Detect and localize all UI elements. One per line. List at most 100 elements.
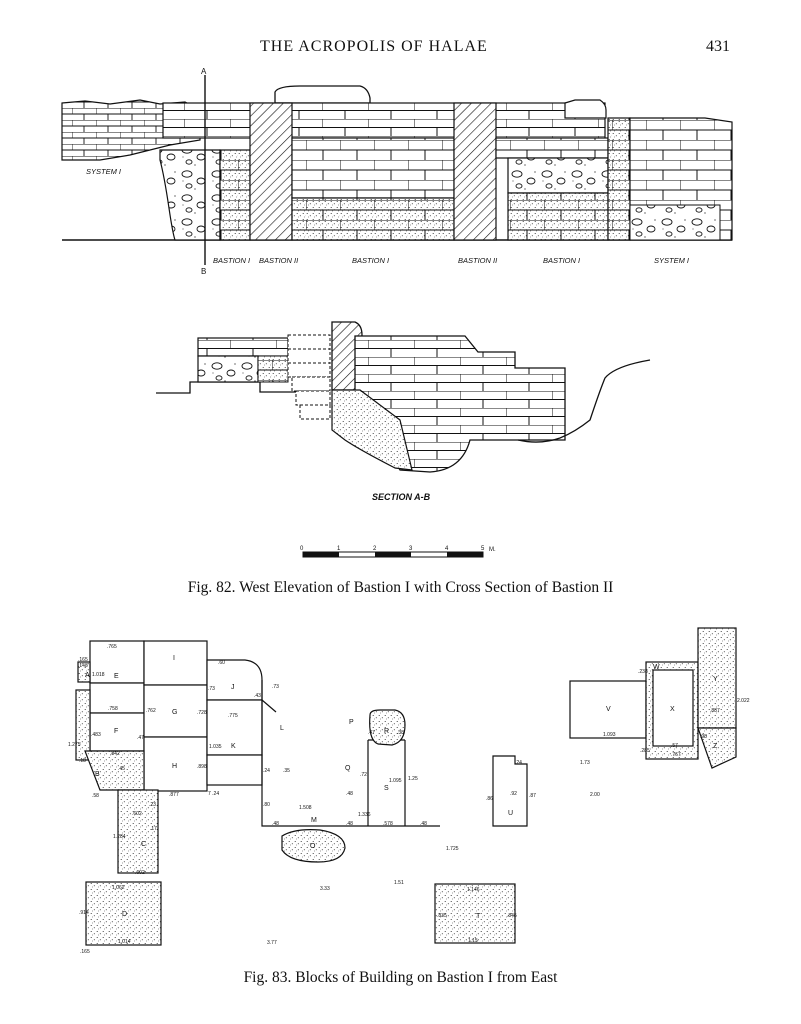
block-r [369, 709, 406, 746]
left-rubble-fill [159, 149, 221, 241]
meas-g-l: .762 [146, 708, 156, 714]
meas-f-b: .842 [110, 751, 120, 757]
fig83-plan [75, 627, 737, 946]
letter-p: P [349, 719, 354, 726]
meas-x-b: .57 [671, 743, 678, 749]
meas-c-b: .602 [135, 870, 145, 876]
block-z [697, 727, 737, 769]
meas-l-2: .80 [263, 802, 270, 808]
letter-t: T [476, 913, 481, 920]
meas-t-b: 1.15 [468, 938, 478, 944]
letter-y: Y [713, 676, 718, 683]
meas-l-1: .35 [283, 768, 290, 774]
label-bastion-i-3: BASTION I [543, 256, 580, 265]
fig83-measurements: .765 .165 .148 1.018 .758 .483 1.275 .84… [68, 644, 750, 955]
meas-d-t: 1.062 [112, 885, 125, 891]
meas-s-r2: 1.25 [408, 776, 418, 782]
letter-c: C [141, 841, 146, 848]
meas-e-r: 1.018 [92, 672, 105, 678]
meas-c-r: .17 [150, 826, 157, 832]
bastion-ii-right-hatch [453, 102, 497, 241]
meas-e-l2: .148 [78, 663, 88, 669]
figure-83-caption: Fig. 83. Blocks of Building on Bastion I… [243, 969, 558, 986]
meas-u-t: .24 [515, 760, 522, 766]
meas-c-t: .602 [132, 811, 142, 817]
meas-h-b2: .23 [149, 802, 156, 808]
meas-g-l2: .47 [137, 735, 144, 741]
fig82-section-ab: SECTION A-B [156, 321, 651, 502]
letter-g: G [172, 709, 177, 716]
meas-b-r: .45 [118, 766, 125, 772]
meas-f-r: .483 [91, 732, 101, 738]
block-o [281, 829, 346, 863]
letter-q: Q [345, 765, 351, 772]
scale-unit: M. [489, 547, 496, 553]
meas-r-r: .38 [397, 730, 404, 736]
meas-u-r: .87 [529, 793, 536, 799]
meas-h-r: .898 [197, 764, 207, 770]
meas-u-m: .92 [510, 791, 517, 797]
scale-tick-5: 5 [481, 546, 485, 552]
letter-a: A [85, 672, 90, 679]
meas-b-b: .58 [92, 793, 99, 799]
meas-d-misc3: 1.51 [394, 880, 404, 886]
meas-m-1: 1.508 [299, 805, 312, 811]
letter-r: R [384, 728, 389, 735]
label-bastion-i-1: BASTION I [213, 256, 250, 265]
block-i [143, 640, 208, 686]
block-u [492, 755, 528, 827]
meas-v-misc2: 2.00 [590, 792, 600, 798]
meas-z-l: .98 [700, 734, 707, 740]
meas-u-l: .86 [486, 796, 493, 802]
letter-i: I [173, 655, 175, 662]
meas-t-l: .835 [437, 913, 447, 919]
letter-k: K [231, 743, 236, 750]
block-v [569, 680, 647, 739]
meas-l-t: .73 [272, 684, 279, 690]
meas-e-top: .765 [107, 644, 117, 650]
letter-u: U [508, 810, 513, 817]
block-g [143, 684, 208, 738]
meas-l-3: .24 [263, 768, 270, 774]
label-bastion-i-2: BASTION I [352, 256, 389, 265]
block-c [117, 789, 159, 874]
meas-s-br: .48 [420, 821, 427, 827]
bastion-i-left-block [219, 149, 251, 241]
meas-j-r: .43 [254, 693, 261, 699]
fig83-letters: A B C D E F G H I J K L M O P Q R S T U … [85, 655, 718, 920]
section-main-masonry [354, 335, 566, 473]
meas-q-l: .72 [360, 772, 367, 778]
label-bastion-ii-2: BASTION II [458, 256, 497, 265]
letter-h: H [172, 763, 177, 770]
letter-w: W [653, 664, 660, 671]
meas-v-misc: 1.73 [580, 760, 590, 766]
figure-82-caption: Fig. 82. West Elevation of Bastion I wit… [187, 579, 614, 596]
meas-d-misc1: 1.725 [446, 846, 459, 852]
scale-tick-3: 3 [409, 546, 413, 552]
meas-v-b: 1.093 [603, 732, 616, 738]
meas-t-t: 1.146 [467, 887, 480, 893]
letter-z: Z [713, 743, 718, 750]
meas-c-l: 1.284 [113, 834, 126, 840]
meas-r-l: .47 [368, 730, 375, 736]
letter-d: D [122, 911, 127, 918]
meas-d-b2: .165 [80, 949, 90, 955]
meas-q-2: .48 [346, 791, 353, 797]
meas-d-b: 1.014 [118, 939, 131, 945]
block-t [434, 883, 516, 944]
letter-v: V [606, 706, 611, 713]
meas-g-r: .728 [197, 710, 207, 716]
meas-k-b: 7 .24 [208, 791, 219, 797]
block-d [85, 881, 162, 946]
meas-w-2: .285 [640, 748, 650, 754]
meas-j-l: .73 [208, 686, 215, 692]
letter-b: B [95, 771, 100, 778]
meas-k-t: .775 [228, 713, 238, 719]
bastion-i-right-block [507, 192, 609, 241]
label-system-i-right: SYSTEM I [654, 256, 689, 265]
meas-x-b2: .767 [671, 752, 681, 758]
section-ab-label: SECTION A-B [372, 492, 431, 502]
page-number: 431 [706, 38, 730, 55]
scale-tick-2: 2 [373, 546, 377, 552]
